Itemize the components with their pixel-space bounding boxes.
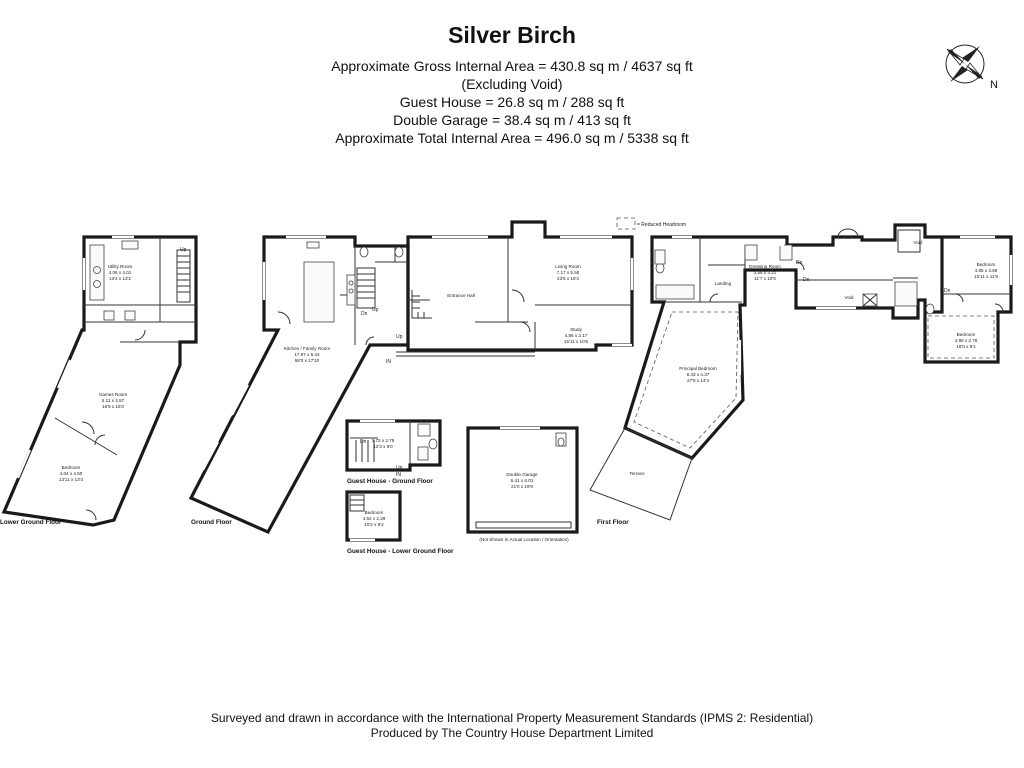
games-room-metric: 5.11 x 4.87 [102, 398, 125, 403]
void-top-label: Void [914, 240, 923, 245]
area-line-guest-house: Guest House = 26.8 sq m / 288 sq ft [399, 94, 625, 110]
reduced-headroom-label: = Reduced Headroom [637, 222, 686, 228]
plan-title: Silver Birch [448, 22, 576, 48]
ff-dn-mark-1: Dn [796, 260, 803, 266]
ground-floor-plan: Up Dn Up IN Kitchen / Family Room 17.67 … [188, 220, 634, 535]
guest-in-mark: IN [396, 472, 401, 478]
ff-bedroom-1-name: Bedroom [977, 262, 996, 267]
study-name: Study [570, 327, 582, 332]
garage-note: (Not Shown In Actual Location / Orientat… [479, 537, 569, 542]
ground-in-mark: IN [386, 359, 391, 365]
first-floor-plan: Dn Dn Dn Landing Dressing Room 3.55 x 3.… [589, 223, 1013, 526]
double-garage-plan: Double Garage 6.41 x 6.01 21'0 x 19'9 (N… [466, 426, 579, 542]
study-imperial: 15'11 x 10'5 [564, 339, 589, 344]
guest-lower-floor-label: Guest House - Lower Ground Floor [347, 548, 454, 555]
ff-dn-mark-2: Dn [803, 277, 810, 283]
lg-bedroom-name: Bedroom [62, 465, 81, 470]
reduced-headroom-legend: = Reduced Headroom [616, 217, 686, 230]
kitchen-metric: 17.67 x 5.44 [294, 352, 320, 357]
lg-up-mark: Up [180, 247, 187, 253]
living-room-metric: 7.17 x 5.58 [557, 270, 580, 275]
ff-bedroom-2-name: Bedroom [957, 332, 976, 337]
void-main-label: Void [845, 295, 854, 300]
guest-bedroom-imperial: 10'2 x 9'2 [364, 522, 384, 527]
utility-room-metric: 4.06 x 4.01 [109, 270, 132, 275]
area-line-garage: Double Garage = 38.4 sq m / 413 sq ft [393, 112, 631, 128]
guest-bedroom-metric: 4.52 x 2.29 [363, 516, 386, 521]
study-metric: 4.86 x 3.17 [565, 333, 588, 338]
garage-imperial: 21'0 x 19'9 [511, 484, 533, 489]
entrance-hall-name: Entrance Hall [447, 293, 475, 298]
utility-room-name: Utility Room [108, 264, 133, 269]
area-summary: Approximate Gross Internal Area = 430.8 … [0, 57, 1024, 147]
principal-bedroom-name: Principal Bedroom [679, 366, 717, 371]
area-line-total: Approximate Total Internal Area = 496.0 … [335, 130, 689, 146]
footer: Surveyed and drawn in accordance with th… [0, 711, 1024, 741]
garage-metric: 6.41 x 6.01 [511, 478, 534, 483]
games-room-imperial: 16'9 x 16'0 [102, 404, 124, 409]
ground-dn-mark: Dn [361, 311, 368, 317]
ff-bedroom-2-metric: 4.90 x 2.76 [955, 338, 978, 343]
ground-floor-label: Ground Floor [191, 519, 232, 526]
dressing-room-imperial: 11'7 x 10'6 [754, 276, 776, 281]
lower-ground-floor-plan: Up Utility Room 4.06 x 4.01 13'4 x 13'2 … [0, 235, 198, 527]
guest-up-mark: Up [396, 465, 403, 471]
lg-bedroom-metric: 4.04 x 4.50 [60, 471, 83, 476]
area-line-gross: Approximate Gross Internal Area = 430.8 … [331, 58, 693, 74]
kitchen-name: Kitchen / Family Room [284, 346, 330, 351]
ff-dn-mark-3: Dn [944, 288, 951, 294]
guest-room-metric: 3.72 x 2.75 [372, 438, 395, 443]
ground-up-mark-1: Up [372, 307, 379, 313]
guest-ground-floor-label: Guest House - Ground Floor [347, 478, 433, 485]
garage-name: Double Garage [506, 472, 538, 477]
compass-north-label: N [990, 79, 998, 91]
guest-dn-mark: Dn [360, 439, 367, 445]
landing-name: Landing [715, 281, 732, 286]
living-room-imperial: 23'6 x 18'4 [557, 276, 579, 281]
guest-room-imperial: 12'3 x 9'0 [373, 444, 393, 449]
ff-bedroom-2-imperial: 16'0 x 9'1 [956, 344, 976, 349]
kitchen-imperial: 58'0 x 17'10 [295, 358, 320, 363]
dressing-room-name: Dressing Room [749, 264, 781, 269]
guest-house-plan: Dn Up IN 3.72 x 2.75 12'3 x 9'0 Guest Ho… [345, 419, 454, 555]
footer-producer-note: Produced by The Country House Department… [370, 726, 654, 740]
ground-up-mark-2: Up [396, 334, 403, 340]
games-room-name: Games Room [99, 392, 128, 397]
terrace-label: Terrace [629, 471, 645, 476]
ff-bedroom-1-metric: 4.85 x 3.59 [975, 268, 998, 273]
lg-bedroom-imperial: 13'11 x 13'4 [59, 477, 84, 482]
compass-rose-icon: N [945, 44, 998, 91]
principal-bedroom-imperial: 27'8 x 14'4 [687, 378, 709, 383]
dressing-room-metric: 3.55 x 3.21 [754, 270, 777, 275]
area-line-void-note: (Excluding Void) [461, 76, 563, 92]
footer-standards-note: Surveyed and drawn in accordance with th… [210, 711, 814, 725]
living-room-name: Living Room [555, 264, 581, 269]
first-floor-label: First Floor [597, 519, 629, 526]
lower-ground-floor-label: Lower Ground Floor [0, 519, 62, 526]
principal-bedroom-metric: 8.43 x 4.37 [687, 372, 710, 377]
utility-room-imperial: 13'4 x 13'2 [109, 276, 131, 281]
ff-bedroom-1-imperial: 15'11 x 11'9 [974, 274, 998, 279]
guest-bedroom-name: Bedroom [365, 510, 384, 515]
